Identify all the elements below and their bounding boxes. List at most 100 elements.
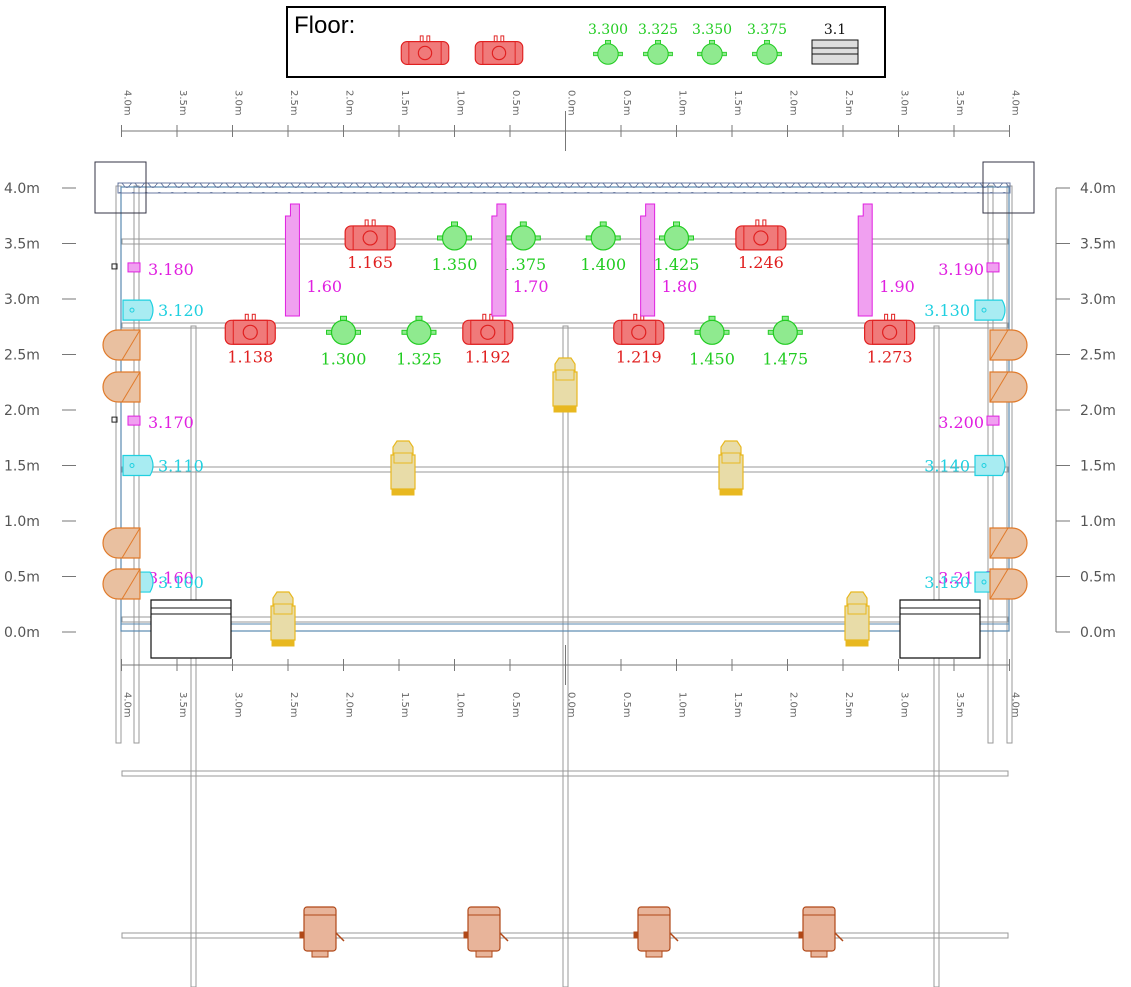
magenta-bar-fixture	[491, 203, 507, 317]
ruler-label: 3.0m	[233, 692, 244, 718]
ruler-label: 3.5m	[954, 692, 965, 718]
magenta-small-label: 3.160	[148, 569, 194, 588]
green-fixture-label: 1.375	[500, 255, 546, 274]
magenta-small-label: 3.210	[938, 569, 984, 588]
side-label-right: 1.5m	[1080, 459, 1116, 475]
magenta-small-fixture	[127, 262, 141, 273]
green-fixture-label: 1.400	[580, 255, 626, 274]
ruler-label: 2.0m	[344, 692, 355, 718]
legend-green-label: 3.375	[747, 22, 787, 38]
legend-riser	[811, 39, 859, 65]
orange-speaker-left	[102, 568, 141, 600]
ruler-label: 4.0m	[122, 692, 133, 718]
green-fixture-label: 1.475	[762, 349, 808, 368]
ruler-label: 4.0m	[1010, 90, 1021, 116]
yellow-fixture	[390, 440, 416, 496]
ruler-label: 2.0m	[344, 90, 355, 116]
ruler-label: 3.5m	[177, 692, 188, 718]
side-label-left: 2.5m	[4, 348, 40, 364]
ruler-label: 1.5m	[399, 692, 410, 718]
side-label-left: 1.5m	[4, 459, 40, 475]
magenta-small-label: 3.190	[938, 260, 984, 279]
yellow-fixture	[270, 591, 296, 647]
ruler-label: 3.0m	[899, 692, 910, 718]
side-label-right: 3.0m	[1080, 292, 1116, 308]
side-label-left: 1.0m	[4, 514, 40, 530]
rulers: 4.0m 3.5m 3.0m 2.5m 2.0m 1.5m 1.0m 0.5m 0.0m 0.5m…	[4, 90, 1116, 718]
ruler-label: 0.0m	[566, 692, 577, 718]
magenta-small-label: 3.180	[148, 260, 194, 279]
riser-platform	[150, 599, 232, 659]
ruler-label: 3.5m	[954, 90, 965, 116]
side-label-left: 3.0m	[4, 292, 40, 308]
magenta-bar-fixture	[640, 203, 656, 317]
ruler-label: 3.0m	[233, 90, 244, 116]
side-label-left: 4.0m	[4, 181, 40, 197]
orange-speaker-right	[989, 371, 1028, 403]
red-fixture	[224, 313, 276, 345]
red-fixture	[864, 313, 916, 345]
green-fixture	[401, 315, 437, 345]
brown-fixture	[633, 906, 679, 958]
cyan-fixture-label: 3.120	[158, 301, 204, 320]
red-fixture	[400, 35, 450, 65]
cyan-fixture-label: 3.130	[924, 301, 970, 320]
riser-platform	[899, 599, 981, 659]
connector-box	[111, 263, 118, 270]
magenta-small-fixture	[127, 415, 141, 426]
ruler-label: 2.5m	[288, 692, 299, 718]
green-fixture	[752, 39, 782, 65]
magenta-small-fixture	[986, 415, 1000, 426]
green-fixture	[585, 221, 621, 251]
green-fixture-label: 1.325	[396, 349, 442, 368]
green-fixture-label: 1.425	[654, 255, 700, 274]
legend-box-label: 3.1	[824, 22, 846, 38]
red-fixture	[613, 313, 665, 345]
green-fixture	[697, 39, 727, 65]
truss-lines	[94, 161, 1035, 987]
orange-speaker-right	[989, 568, 1028, 600]
cyan-fixture	[974, 454, 1006, 477]
connector-box	[111, 416, 118, 423]
ruler-label: 2.5m	[843, 692, 854, 718]
side-label-right: 0.5m	[1080, 570, 1116, 586]
ruler-label: 0.5m	[510, 692, 521, 718]
orange-speaker-left	[102, 329, 141, 361]
orange-speaker-left	[102, 527, 141, 559]
orange-speaker-right	[989, 527, 1028, 559]
orange-speaker-right	[989, 329, 1028, 361]
magenta-small-label: 3.170	[148, 413, 194, 432]
green-fixture	[659, 221, 694, 251]
ruler-label: 2.5m	[843, 90, 854, 116]
side-label-left: 0.0m	[4, 625, 40, 641]
ruler-label: 2.0m	[788, 90, 799, 116]
green-fixture-label: 1.300	[321, 349, 367, 368]
green-fixture	[505, 221, 541, 251]
cyan-fixture-label: 3.150	[924, 573, 970, 592]
red-fixture	[462, 313, 514, 345]
green-fixture	[643, 39, 673, 65]
green-fixture-label: 1.450	[689, 349, 735, 368]
legend-green-label: 3.350	[692, 22, 732, 38]
magenta-bar-label: 1.70	[513, 277, 549, 296]
ruler-label: 0.5m	[510, 90, 521, 116]
side-label-right: 3.5m	[1080, 237, 1116, 253]
magenta-bar-fixture	[857, 203, 873, 317]
ruler-label: 0.5m	[621, 90, 632, 116]
red-fixture-label: 1.192	[465, 347, 511, 366]
side-label-right: 2.5m	[1080, 348, 1116, 364]
ruler-label: 1.5m	[732, 90, 743, 116]
red-fixture-label: 1.138	[227, 347, 273, 366]
magenta-bar-label: 1.60	[306, 277, 342, 296]
cyan-fixture-label: 3.100	[158, 573, 204, 592]
ruler-label: 3.0m	[899, 90, 910, 116]
side-label-right: 2.0m	[1080, 403, 1116, 419]
cyan-fixture-label: 3.110	[158, 457, 204, 476]
orange-speaker-left	[102, 371, 141, 403]
legend-green-label: 3.325	[638, 22, 678, 38]
brown-fixture	[463, 906, 509, 958]
red-fixture-label: 1.219	[616, 347, 662, 366]
ruler-label: 4.0m	[1010, 692, 1021, 718]
